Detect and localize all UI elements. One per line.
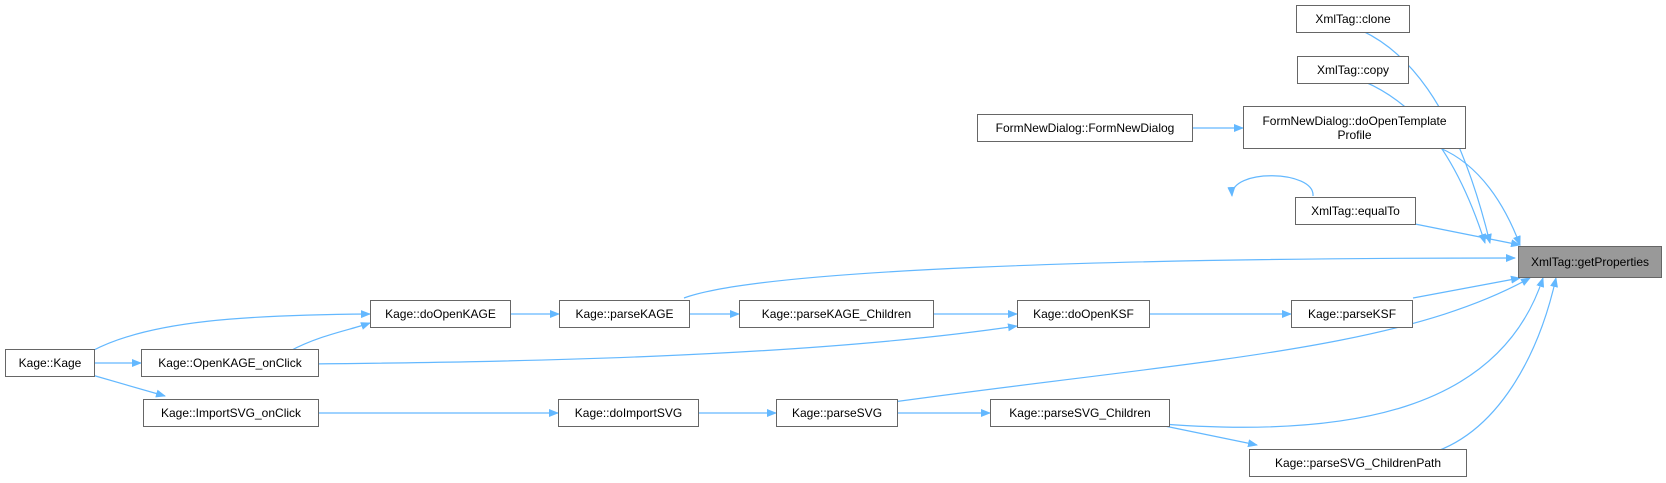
edge-openkage-doopenksf bbox=[308, 323, 1018, 365]
edge-parsesvg-getproperties bbox=[892, 277, 1531, 403]
node-label: Kage::doImportSVG bbox=[574, 406, 683, 420]
edge-doopentemplate-getproperties bbox=[1439, 147, 1521, 246]
node-xmltag-copy[interactable]: XmlTag::copy bbox=[1297, 56, 1409, 84]
node-label: Kage::ImportSVG_onClick bbox=[160, 406, 302, 420]
edge-equalto-selfloop bbox=[1227, 175, 1314, 197]
node-xmltag-getproperties: XmlTag::getProperties bbox=[1518, 246, 1662, 278]
node-kage-parsekage[interactable]: Kage::parseKAGE bbox=[559, 300, 690, 328]
node-kage-parsekage-children[interactable]: Kage::parseKAGE_Children bbox=[739, 300, 934, 328]
edge-childrenpath-getproperties bbox=[1424, 277, 1558, 456]
node-label: Kage::OpenKAGE_onClick bbox=[158, 356, 302, 370]
edge-parsekage-getproperties bbox=[683, 254, 1516, 299]
node-xmltag-equalto[interactable]: XmlTag::equalTo bbox=[1295, 197, 1416, 225]
node-kage-doimportsvg[interactable]: Kage::doImportSVG bbox=[558, 399, 699, 427]
node-kage-doopenkage[interactable]: Kage::doOpenKAGE bbox=[370, 300, 511, 328]
node-label: Kage::parseSVG_Children bbox=[1009, 406, 1151, 420]
node-label: Kage::Kage bbox=[18, 356, 82, 370]
edge-openkage-doopenkage bbox=[289, 322, 371, 352]
edge-children-getproperties bbox=[1149, 277, 1545, 428]
node-label: XmlTag::equalTo bbox=[1311, 204, 1400, 218]
node-kage-parsesvg-childrenpath[interactable]: Kage::parseSVG_ChildrenPath bbox=[1249, 449, 1467, 477]
node-kage-parsesvg-children[interactable]: Kage::parseSVG_Children bbox=[990, 399, 1170, 427]
edge-parseksf-getproperties bbox=[1412, 275, 1521, 299]
node-label-line1: FormNewDialog::doOpenTemplate bbox=[1262, 113, 1447, 128]
node-label: XmlTag::copy bbox=[1316, 63, 1390, 77]
node-label: Kage::parseSVG bbox=[791, 406, 883, 420]
node-label: Kage::parseSVG_ChildrenPath bbox=[1274, 456, 1442, 470]
node-formnewdialog-doopentemplateprofile[interactable]: FormNewDialog::doOpenTemplate Profile bbox=[1243, 106, 1466, 149]
node-label: Kage::parseKSF bbox=[1307, 307, 1397, 321]
node-label: XmlTag::clone bbox=[1315, 12, 1391, 26]
node-formnewdialog-formnewdialog[interactable]: FormNewDialog::FormNewDialog bbox=[977, 114, 1193, 142]
node-label: XmlTag::getProperties bbox=[1530, 255, 1650, 269]
node-kage-parsesvg[interactable]: Kage::parseSVG bbox=[776, 399, 898, 427]
node-kage-doopenksf[interactable]: Kage::doOpenKSF bbox=[1017, 300, 1150, 328]
node-kage-openkage-onclick[interactable]: Kage::OpenKAGE_onClick bbox=[141, 349, 319, 377]
node-label-line2: Profile bbox=[1337, 127, 1372, 142]
edge-kage-importsvg bbox=[91, 374, 166, 398]
node-kage-parseksf[interactable]: Kage::parseKSF bbox=[1291, 300, 1413, 328]
node-label: Kage::doOpenKSF bbox=[1033, 307, 1134, 321]
edge-equalto-getproperties bbox=[1414, 223, 1521, 248]
node-kage-kage[interactable]: Kage::Kage bbox=[5, 349, 95, 377]
node-label: Kage::parseKAGE_Children bbox=[761, 307, 912, 321]
node-label: FormNewDialog::FormNewDialog bbox=[995, 121, 1175, 135]
node-label: Kage::parseKAGE bbox=[575, 307, 674, 321]
node-label: Kage::doOpenKAGE bbox=[385, 307, 496, 321]
node-kage-importsvg-onclick[interactable]: Kage::ImportSVG_onClick bbox=[143, 399, 319, 427]
node-xmltag-clone[interactable]: XmlTag::clone bbox=[1296, 5, 1410, 33]
edge-kage-doopenkage bbox=[91, 310, 371, 352]
